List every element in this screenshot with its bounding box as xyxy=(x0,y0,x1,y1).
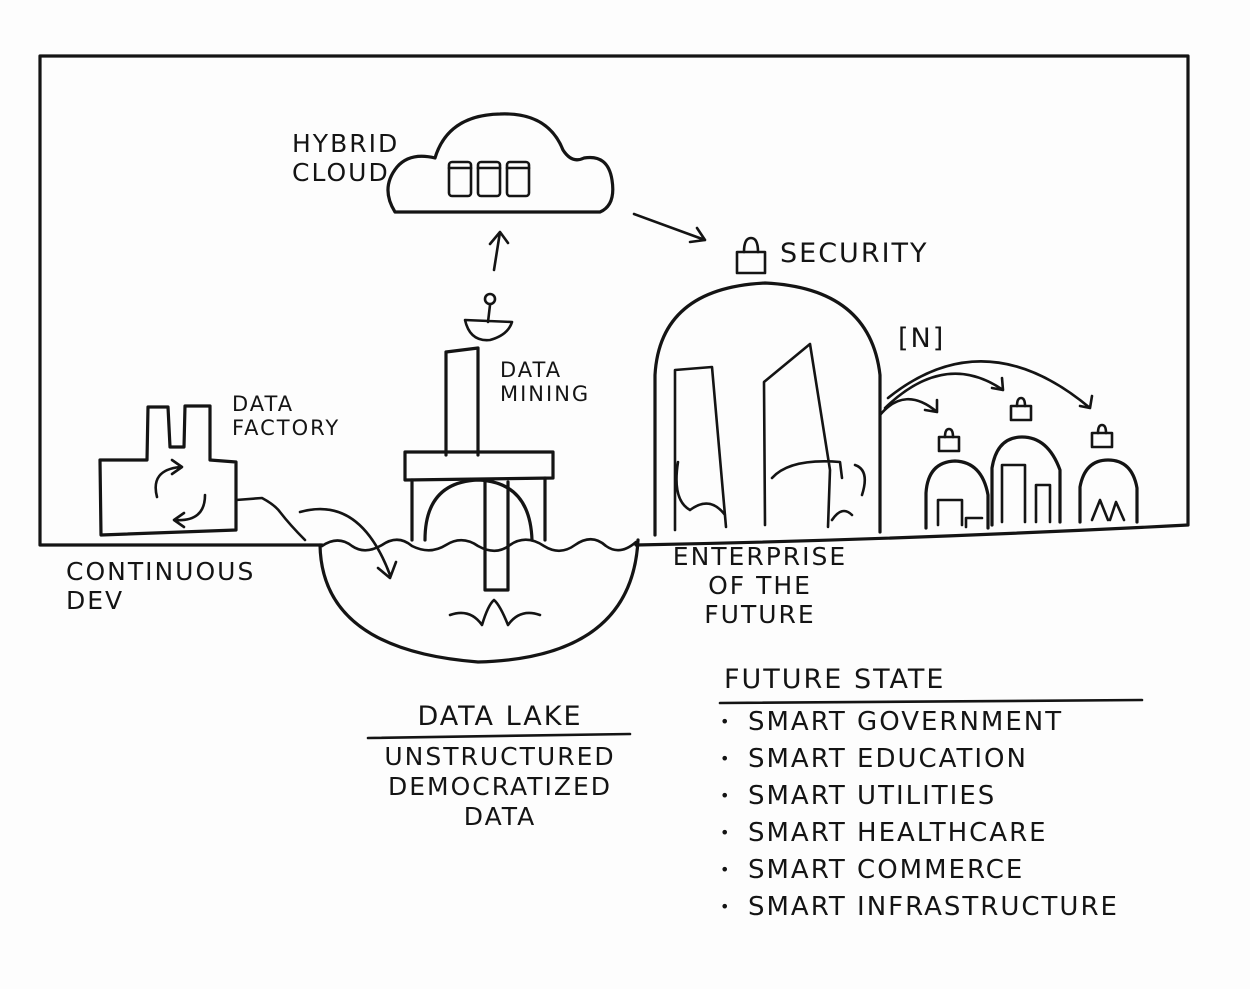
security-label: SECURITY xyxy=(780,238,929,269)
enterprise-dome xyxy=(653,281,882,537)
mining-tower xyxy=(444,346,480,457)
continuous-dev-label-line-2: DEV xyxy=(66,585,125,615)
future-state-underline xyxy=(718,698,1144,705)
data-lake-subtitle-line-2: DEMOCRATIZED xyxy=(387,772,613,801)
flow-arrow xyxy=(298,507,398,580)
hybrid-cloud-label: HYBRID CLOUD xyxy=(292,129,400,188)
factory-ramp xyxy=(234,496,307,542)
future-state-item: SMART INFRASTRUCTURE xyxy=(720,892,1119,930)
refresh-icon xyxy=(154,458,207,529)
lock-icon xyxy=(1090,423,1114,449)
arrow-up xyxy=(488,230,510,272)
future-state-item: SMART HEALTHCARE xyxy=(720,818,1119,856)
arrow-to-security xyxy=(632,212,707,244)
enterprise-label: ENTERPRISE OF THE FUTURE xyxy=(660,542,860,629)
replication-arrow xyxy=(886,360,1094,410)
storage-cylinder-icon xyxy=(447,160,531,198)
future-state-item: SMART EDUCATION xyxy=(720,744,1119,782)
data-lake-subtitle-line-3: DATA xyxy=(463,802,537,831)
water-surface xyxy=(320,537,638,553)
cloud-shape xyxy=(386,112,615,214)
drill-shaft xyxy=(483,480,510,592)
lock-icon xyxy=(735,236,767,275)
satellite-dish-icon xyxy=(463,303,514,342)
data-mining-label-line-1: DATA xyxy=(500,358,563,382)
future-state-item: SMART COMMERCE xyxy=(720,855,1119,893)
data-lake-title: DATA LAKE xyxy=(417,701,583,732)
hybrid-cloud-label-line-2: CLOUD xyxy=(292,157,390,187)
small-dome-buildings xyxy=(936,463,1126,529)
data-lake-subtitle: UNSTRUCTURED DEMOCRATIZED DATA xyxy=(360,742,640,832)
future-state-item: SMART GOVERNMENT xyxy=(720,707,1119,745)
data-factory-label-line-2: FACTORY xyxy=(232,416,341,441)
frame-border xyxy=(38,54,1190,547)
small-dome-3 xyxy=(1078,458,1139,524)
mining-arch xyxy=(410,476,547,542)
enterprise-label-line-2: OF THE xyxy=(708,570,812,600)
data-mining-label: DATA MINING xyxy=(500,358,590,406)
replication-arrow xyxy=(878,397,939,417)
data-lake-basin xyxy=(318,538,640,664)
future-state-item: SMART UTILITIES xyxy=(720,781,1119,819)
replication-arrow xyxy=(883,372,1005,410)
future-state-title: FUTURE STATE xyxy=(724,664,946,695)
continuous-dev-label-line-1: CONTINUOUS xyxy=(66,557,256,586)
data-mining-label-line-2: MINING xyxy=(500,382,591,407)
data-lake-subtitle-line-1: UNSTRUCTURED xyxy=(384,742,616,771)
small-dome-2 xyxy=(990,435,1062,527)
data-factory-building xyxy=(98,404,238,537)
drill-bit xyxy=(448,598,542,627)
enterprise-label-line-1: ENTERPRISE xyxy=(672,542,848,571)
future-state-list: SMART GOVERNMENT SMART EDUCATION SMART U… xyxy=(720,707,1119,930)
small-dome-1 xyxy=(924,459,990,530)
city-buildings xyxy=(673,342,867,532)
n-badge: [n] xyxy=(898,323,946,354)
satellite-antenna-tip xyxy=(483,292,497,306)
hybrid-cloud-label-line-1: HYBRID xyxy=(292,129,400,158)
mining-platform xyxy=(403,450,555,482)
enterprise-label-line-3: FUTURE xyxy=(704,599,816,629)
continuous-dev-label: CONTINUOUS DEV xyxy=(66,557,256,616)
data-factory-label: DATA FACTORY xyxy=(232,392,340,440)
data-factory-label-line-1: DATA xyxy=(232,392,295,416)
lock-icon xyxy=(1009,396,1033,422)
data-lake-underline xyxy=(366,732,632,740)
lock-icon xyxy=(937,427,961,453)
